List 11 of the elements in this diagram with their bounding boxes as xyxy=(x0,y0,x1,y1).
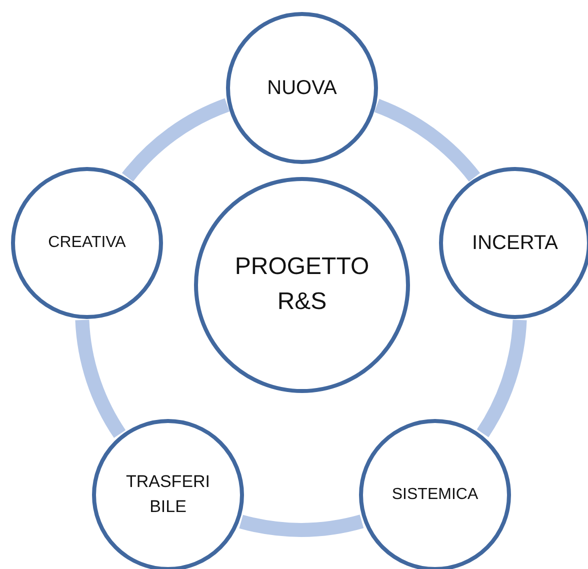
ring-connector xyxy=(75,319,126,438)
ring-connector xyxy=(240,514,364,537)
ring-connector xyxy=(122,98,230,182)
node-label: CREATIVA xyxy=(48,233,126,254)
node-label: INCERTA xyxy=(472,230,558,256)
node-label: PROGETTO R&S xyxy=(234,252,370,317)
ring-connector xyxy=(476,319,527,437)
node-label: SISTEMICA xyxy=(392,485,478,506)
ring-connector xyxy=(374,99,480,182)
node-label: NUOVA xyxy=(267,76,337,100)
node-label: TRASFERI BILE xyxy=(124,471,212,518)
